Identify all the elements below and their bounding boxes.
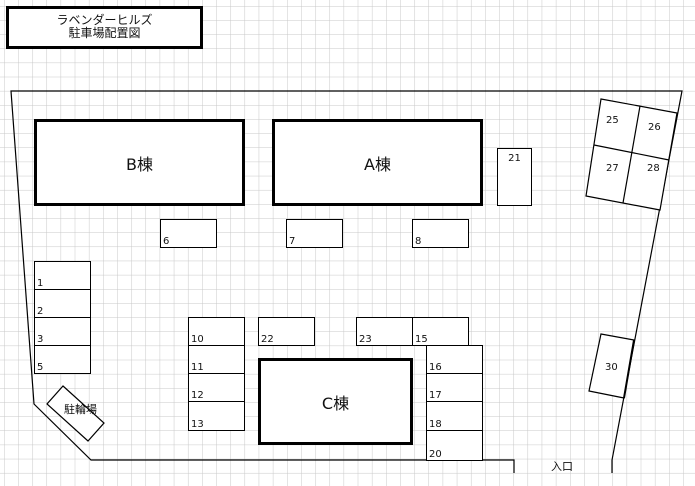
slot-number: 5 xyxy=(37,362,44,373)
parking-slot-11[interactable]: 11 xyxy=(188,345,245,374)
entrance-label: 入口 xyxy=(551,460,573,473)
building-c: C棟 xyxy=(258,358,413,445)
parking-slot-21[interactable]: 21 xyxy=(497,148,532,206)
building-c-label: C棟 xyxy=(321,393,350,413)
parking-slot-25[interactable]: 25 xyxy=(606,115,619,126)
map-title: 駐車場配置図 xyxy=(68,26,141,40)
slot-number: 7 xyxy=(289,236,296,247)
slot-number: 2 xyxy=(37,306,44,317)
parking-slot-3[interactable]: 3 xyxy=(34,317,91,346)
building-a-label: A棟 xyxy=(364,154,391,174)
parking-slot-23[interactable]: 23 xyxy=(356,317,413,346)
parking-slot-18[interactable]: 18 xyxy=(426,401,483,431)
parking-slot-8[interactable]: 8 xyxy=(412,219,469,248)
parking-slot-15[interactable]: 15 xyxy=(412,317,469,346)
parking-slot-26[interactable]: 26 xyxy=(648,122,661,133)
slot-number: 3 xyxy=(37,334,44,345)
bicycle-parking-outline xyxy=(46,385,105,442)
map-title-box: ラベンダーヒルズ 駐車場配置図 xyxy=(6,6,203,49)
slot-number: 17 xyxy=(429,390,442,401)
parking-slot-13[interactable]: 13 xyxy=(188,401,245,431)
property-name: ラベンダーヒルズ xyxy=(56,13,153,27)
parking-slot-17[interactable]: 17 xyxy=(426,373,483,402)
parking-slot-12[interactable]: 12 xyxy=(188,373,245,402)
slot-number: 8 xyxy=(415,236,422,247)
parking-slot-10[interactable]: 10 xyxy=(188,317,245,346)
slot-number: 23 xyxy=(359,334,372,345)
parking-slot-7[interactable]: 7 xyxy=(286,219,343,248)
parking-slot-27[interactable]: 27 xyxy=(606,163,619,174)
slot-number: 6 xyxy=(163,236,170,247)
slot-number: 10 xyxy=(191,334,204,345)
parking-slot-30[interactable]: 30 xyxy=(605,362,618,373)
parking-slot-28[interactable]: 28 xyxy=(647,163,660,174)
parking-slot-20[interactable]: 20 xyxy=(426,430,483,461)
slot-number: 20 xyxy=(429,449,442,460)
slot-number: 16 xyxy=(429,362,442,373)
parking-slot-2[interactable]: 2 xyxy=(34,289,91,318)
slot-number: 13 xyxy=(191,419,204,430)
slot-number: 1 xyxy=(37,278,44,289)
slot-number: 18 xyxy=(429,419,442,430)
slot-number: 22 xyxy=(261,334,274,345)
building-b: B棟 xyxy=(34,119,245,206)
parking-slot-1[interactable]: 1 xyxy=(34,261,91,290)
slot-number: 11 xyxy=(191,362,204,373)
parking-slot-22[interactable]: 22 xyxy=(258,317,315,346)
bicycle-parking-label: 駐輪場 xyxy=(64,403,97,416)
parking-slot-6[interactable]: 6 xyxy=(160,219,217,248)
building-a: A棟 xyxy=(272,119,483,206)
slot-number: 12 xyxy=(191,390,204,401)
building-b-label: B棟 xyxy=(126,154,153,174)
parking-slot-16[interactable]: 16 xyxy=(426,345,483,374)
parking-slot-5[interactable]: 5 xyxy=(34,345,91,374)
slot-number: 21 xyxy=(508,153,521,164)
slot-number: 15 xyxy=(415,334,428,345)
